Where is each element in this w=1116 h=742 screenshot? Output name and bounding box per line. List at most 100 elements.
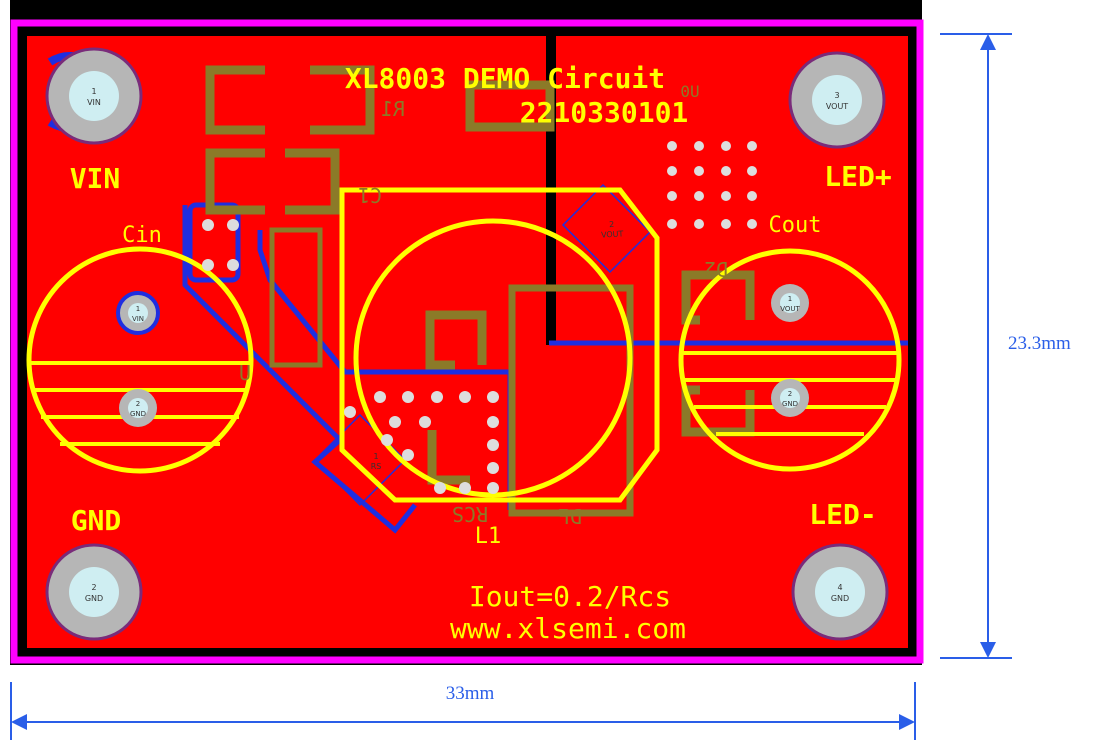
l1-label: L1 <box>475 524 502 549</box>
svg-text:1: 1 <box>136 305 140 313</box>
led-minus-label: LED- <box>809 498 876 531</box>
via <box>667 219 677 229</box>
r1-label: R1 <box>381 97 405 121</box>
cout-outline <box>678 248 902 472</box>
df-label: DF <box>558 505 582 529</box>
vin-label: VIN <box>70 162 121 195</box>
via <box>721 191 731 201</box>
via <box>694 141 704 151</box>
cin-label: Cin <box>122 223 162 248</box>
via <box>694 191 704 201</box>
l1-octagon <box>339 187 660 503</box>
height-dimension-label: 23.3mm <box>1008 333 1071 354</box>
via <box>202 259 214 271</box>
c1-body-left <box>205 148 265 215</box>
website-text: www.xlsemi.com <box>450 612 686 645</box>
board-part-number: 2210330101 <box>520 96 689 129</box>
via <box>721 166 731 176</box>
cout-label: Cout <box>769 213 822 238</box>
via <box>344 406 356 418</box>
led-plus-label: LED+ <box>824 160 891 193</box>
via <box>402 391 414 403</box>
r1-body-left <box>205 65 265 135</box>
mount-hole-gnd: 2 GND <box>45 543 143 641</box>
rcs-body-left <box>425 310 487 370</box>
via <box>402 449 414 461</box>
svg-text:1: 1 <box>788 295 792 303</box>
via <box>667 141 677 151</box>
via <box>487 439 499 451</box>
via <box>374 391 386 403</box>
via-grid <box>667 141 757 229</box>
gnd-pad-num: 2 <box>91 583 96 592</box>
via <box>747 219 757 229</box>
vout-pad-num: 3 <box>834 91 839 100</box>
cout-pad1: 1 VOUT <box>771 284 809 322</box>
u0-body <box>465 80 555 132</box>
rotated-pad-rs: 1 RS <box>371 452 382 471</box>
via <box>747 166 757 176</box>
via <box>487 462 499 474</box>
mount-hole-gnd-right: 4 GND <box>791 543 889 641</box>
u1-label: U <box>239 361 251 385</box>
via <box>487 391 499 403</box>
svg-text:GND: GND <box>130 410 146 418</box>
c1-label: C1 <box>358 183 382 207</box>
via <box>381 434 393 446</box>
via <box>419 416 431 428</box>
cin-outline <box>26 246 254 474</box>
via <box>431 391 443 403</box>
gnd-right-pad-num: 4 <box>837 583 842 592</box>
svg-text:VOUT: VOUT <box>601 229 624 239</box>
via <box>434 482 446 494</box>
cout-pad2: 2 GND <box>771 379 809 417</box>
c1-body-right <box>285 148 340 215</box>
dimension-horizontal <box>10 682 916 740</box>
gnd-pad-net: GND <box>85 594 103 603</box>
via <box>694 166 704 176</box>
d2-label: D2 <box>704 257 728 281</box>
board-outline <box>10 19 924 664</box>
via <box>747 141 757 151</box>
via <box>459 391 471 403</box>
cin-pad2: 2 GND <box>119 389 157 427</box>
r1-body-right <box>310 65 375 135</box>
rcs-label: RCS <box>452 502 488 526</box>
u0-label: U0 <box>680 82 699 101</box>
rotated-pad-vout: 2 VOUT <box>601 220 624 240</box>
svg-text:2: 2 <box>136 400 140 408</box>
via <box>667 191 677 201</box>
svg-text:1: 1 <box>373 452 378 461</box>
df-body <box>508 284 634 517</box>
via <box>747 191 757 201</box>
via <box>487 416 499 428</box>
via <box>721 141 731 151</box>
svg-text:2: 2 <box>788 390 792 398</box>
svg-text:2: 2 <box>609 220 615 229</box>
via <box>389 416 401 428</box>
board-title: XL8003 DEMO Circuit <box>345 62 665 95</box>
via <box>227 259 239 271</box>
via <box>487 482 499 494</box>
gnd-label: GND <box>71 504 122 537</box>
width-dimension-label: 33mm <box>446 683 495 704</box>
cin-pad1: 1 VIN <box>116 291 160 335</box>
svg-text:VIN: VIN <box>132 315 144 323</box>
via <box>721 219 731 229</box>
via <box>667 166 677 176</box>
via <box>694 219 704 229</box>
dimension-vertical <box>940 33 1012 659</box>
mount-hole-vin: 1 VIN <box>45 47 143 145</box>
vin-pad-net: VIN <box>87 98 101 107</box>
svg-text:GND: GND <box>782 400 798 408</box>
formula-text: Iout=0.2/Rcs <box>469 580 671 613</box>
d2-body-bottom <box>681 385 755 437</box>
via <box>459 482 471 494</box>
svg-text:RS: RS <box>371 462 382 471</box>
via <box>202 219 214 231</box>
u1-body <box>269 227 323 368</box>
vin-pad-num: 1 <box>91 87 96 96</box>
l1-circle <box>353 218 633 498</box>
mount-hole-vout: 3 VOUT <box>788 51 886 149</box>
